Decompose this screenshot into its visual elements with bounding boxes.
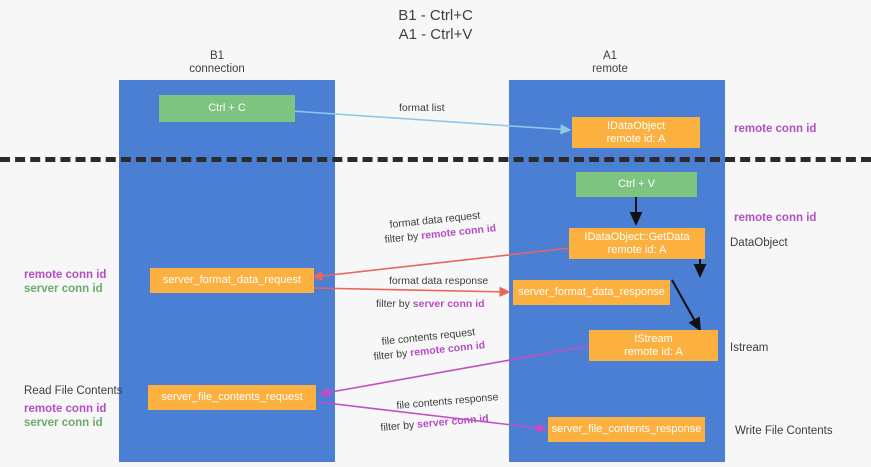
title-line-2: A1 - Ctrl+V [398,26,473,43]
filter-key-server-conn-id: server conn id [412,298,485,310]
label-right-remote-conn-top-text: remote conn id [734,123,817,135]
filter-prefix: filter by [384,230,422,246]
section-divider [0,157,871,162]
node-ctrl-c-label: Ctrl + C [208,102,246,114]
column-header-a1-sub: remote [592,63,628,75]
label-left-conn-ids-2: remote conn id server conn id [24,402,106,430]
label-left-remote-conn-id-2: remote conn id [24,403,107,415]
label-format-data-response: format data response [389,275,488,288]
node-server-file-contents-request-label: server_file_contents_request [161,391,303,403]
page-title: B1 - Ctrl+C A1 - Ctrl+V [0,6,871,44]
label-left-read-file-contents-text: Read File Contents [24,385,123,397]
node-istream-subtitle: remote id: A [624,345,683,358]
node-server-format-data-response-label: server_format_data_response [518,286,665,298]
column-header-b1: B1 connection [117,50,317,76]
label-right-write-file-contents-text: Write File Contents [735,425,833,437]
node-idataobject-subtitle: remote id: A [606,132,666,145]
label-left-server-conn-id: server conn id [24,283,103,295]
node-server-format-data-request[interactable]: server_format_data_request [150,268,314,293]
label-right-istream-text: Istream [730,342,769,354]
node-getdata-title: IDataObject::GetData [584,230,690,243]
node-ctrl-v-label: Ctrl + V [618,178,655,190]
node-istream[interactable]: IStream remote id: A [589,330,718,361]
label-file-contents-response-text: file contents response [396,391,499,412]
label-left-read-file-contents: Read File Contents [24,384,122,398]
node-getdata[interactable]: IDataObject::GetData remote id: A [569,228,705,259]
label-format-list-text: format list [399,102,445,114]
filter-key-server-conn-id-2: server conn id [416,412,490,431]
node-ctrl-v[interactable]: Ctrl + V [576,172,697,197]
label-right-istream: Istream [730,341,768,355]
label-right-remote-conn-mid: remote conn id [734,211,816,225]
filter-prefix-3: filter by [373,347,411,363]
filter-prefix-2: filter by [376,298,413,310]
column-header-a1: A1 remote [510,50,710,76]
filter-prefix-4: filter by [380,418,418,434]
label-right-dataobject: DataObject [730,236,788,250]
node-idataobject[interactable]: IDataObject remote id: A [572,117,700,148]
node-server-file-contents-response[interactable]: server_file_contents_response [548,417,705,442]
label-format-list: format list [399,102,445,115]
node-server-format-data-request-label: server_format_data_request [162,274,302,286]
label-left-remote-conn-id: remote conn id [24,269,107,281]
node-getdata-subtitle: remote id: A [607,243,667,256]
label-file-contents-response-filter: filter by server conn id [380,413,489,435]
column-header-b1-name: B1 [209,50,225,62]
label-right-dataobject-text: DataObject [730,237,788,249]
title-line-1: B1 - Ctrl+C [398,7,473,24]
label-file-contents-response: file contents response [396,391,499,413]
node-server-file-contents-request[interactable]: server_file_contents_request [148,385,316,410]
label-format-data-response-text: format data response [389,275,489,287]
column-header-a1-name: A1 [602,50,618,62]
node-server-format-data-response[interactable]: server_format_data_response [513,280,670,305]
label-format-data-response-filter: filter by server conn id [376,298,485,311]
column-header-b1-sub: connection [189,63,245,75]
label-left-conn-ids: remote conn id server conn id [24,268,106,296]
label-right-write-file-contents: Write File Contents [735,424,833,438]
label-right-remote-conn-top: remote conn id [734,122,816,136]
node-idataobject-title: IDataObject [606,119,666,132]
arrow-format-data-response [312,286,511,297]
label-right-remote-conn-mid-text: remote conn id [734,212,817,224]
node-server-file-contents-response-label: server_file_contents_response [551,423,702,435]
node-istream-title: IStream [634,332,673,345]
label-left-server-conn-id-2: server conn id [24,417,103,429]
node-ctrl-c[interactable]: Ctrl + C [159,95,295,122]
